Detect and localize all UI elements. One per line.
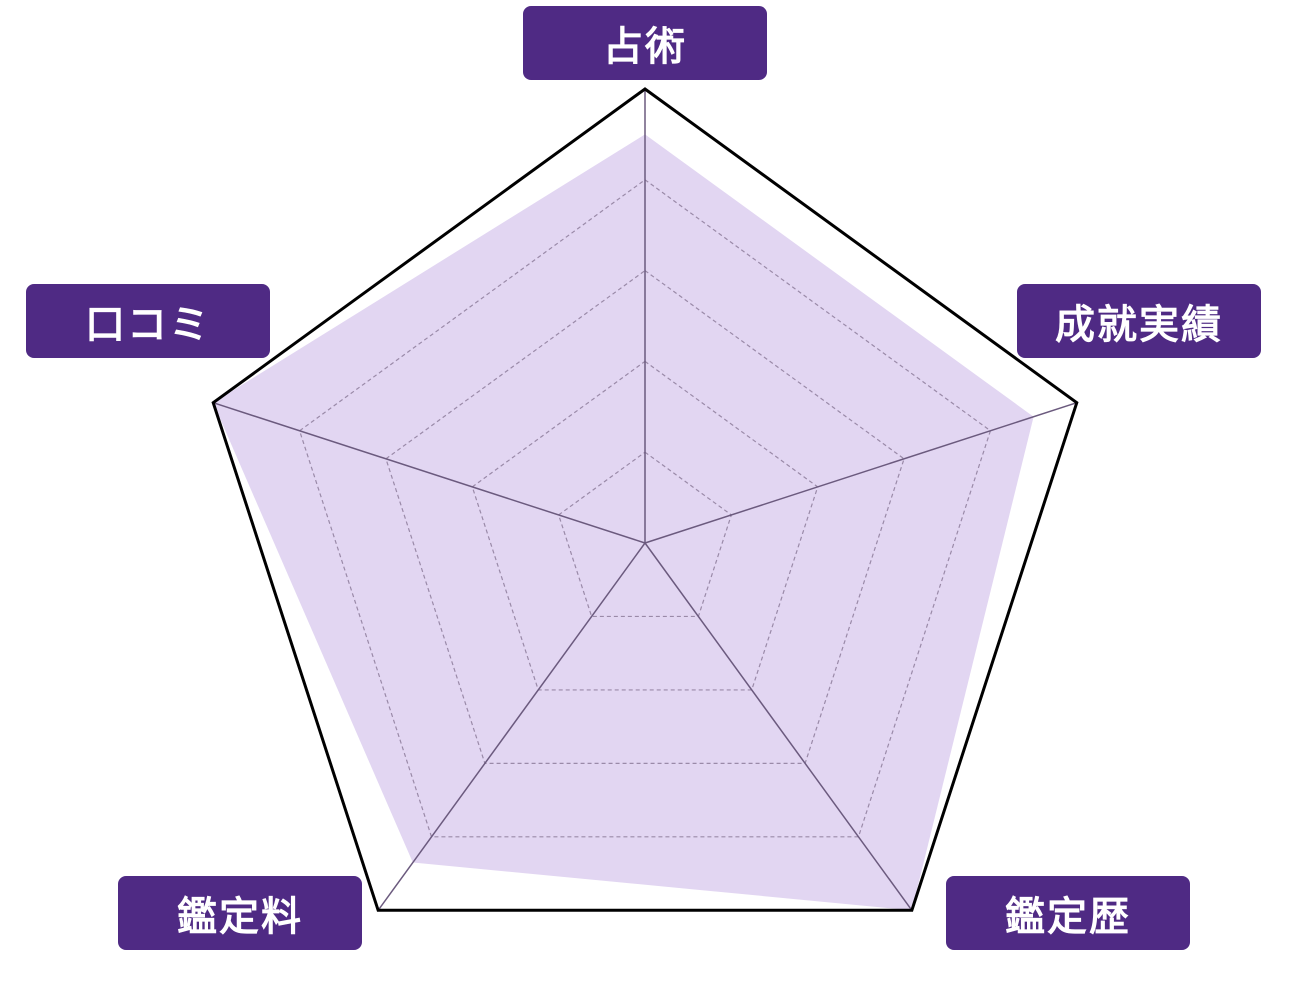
axis-spoke-2 bbox=[644, 542, 913, 911]
axis-spoke-1 bbox=[644, 401, 1078, 544]
outer-frame bbox=[211, 87, 1079, 912]
axis-label-reviews: 口コミ bbox=[26, 284, 270, 358]
grid-ring-3 bbox=[385, 269, 905, 764]
axis-label-career: 鑑定歴 bbox=[946, 876, 1190, 950]
grid-ring-4 bbox=[298, 179, 992, 838]
grid-ring-2 bbox=[471, 360, 819, 691]
data-area bbox=[213, 134, 1034, 911]
grid-ring-1 bbox=[557, 451, 733, 618]
axis-label-achievements: 成就実績 bbox=[1017, 284, 1261, 358]
axis-label-fortune-telling: 占術 bbox=[523, 6, 767, 80]
axis-spoke-3 bbox=[377, 542, 646, 911]
axis-spoke-4 bbox=[212, 401, 646, 544]
axis-label-fee: 鑑定料 bbox=[118, 876, 362, 950]
